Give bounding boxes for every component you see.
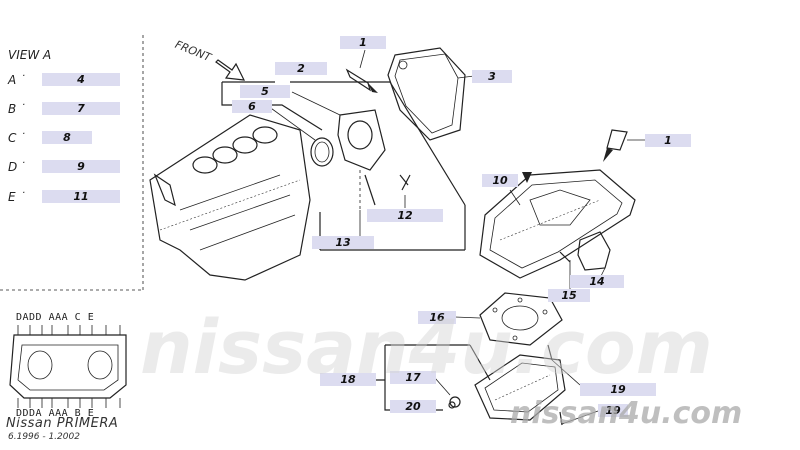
- view-row-dot: ·: [22, 129, 26, 140]
- watermark-center: nissan4u.com: [140, 305, 713, 391]
- part-label-18[interactable]: 18: [320, 373, 376, 386]
- part-label-20[interactable]: 20: [390, 400, 436, 413]
- part-label-15[interactable]: 15: [548, 289, 590, 302]
- rear-oil-seal-assembly: [310, 109, 409, 210]
- part-label-6[interactable]: 6: [232, 100, 272, 113]
- view-row-part-label[interactable]: 9: [42, 160, 120, 173]
- view-row-part-label[interactable]: 4: [42, 73, 120, 86]
- part-label-1-sealant-top[interactable]: 1: [340, 36, 386, 49]
- sealant-tube-right: [603, 129, 628, 162]
- view-row-letter: E: [8, 190, 16, 204]
- part-label-1-sealant-right[interactable]: 1: [645, 134, 691, 147]
- view-row-dot: ·: [22, 71, 26, 82]
- view-row-dot: ·: [22, 188, 26, 199]
- view-row-dot: ·: [22, 158, 26, 169]
- view-a-top-letters: DADD AAA C E: [16, 312, 95, 323]
- view-row-letter: C: [8, 131, 17, 145]
- bolts: [401, 174, 563, 426]
- part-label-17[interactable]: 17: [390, 371, 436, 384]
- baffle-cover: [559, 231, 611, 271]
- engine-block: [149, 114, 311, 281]
- oil-pan-gasket: [479, 292, 563, 346]
- view-row-letter: B: [8, 102, 17, 116]
- part-label-19-upper[interactable]: 19: [580, 383, 656, 396]
- part-label-5[interactable]: 5: [240, 85, 290, 98]
- view-row-part-label[interactable]: 11: [42, 190, 120, 203]
- part-label-16[interactable]: 16: [418, 311, 456, 324]
- view-row-part-label[interactable]: 7: [42, 102, 120, 115]
- view-row-letter: A: [8, 73, 17, 87]
- part-label-13[interactable]: 13: [312, 236, 374, 249]
- oil-pan-upper: [479, 169, 636, 279]
- view-row-part-label[interactable]: 8: [42, 131, 92, 144]
- view-row-dot: ·: [22, 100, 26, 111]
- view-a-detail: [9, 325, 127, 408]
- part-label-19-lower[interactable]: 19: [598, 404, 628, 417]
- part-label-14[interactable]: 14: [570, 275, 624, 288]
- part-label-3[interactable]: 3: [472, 70, 512, 83]
- part-label-10[interactable]: 10: [482, 174, 518, 187]
- sealant-tube-top: [345, 68, 378, 93]
- part-label-12[interactable]: 12: [367, 209, 443, 222]
- model-name: Nissan PRIMERA: [6, 416, 119, 431]
- view-a-title: VIEW A: [8, 48, 52, 62]
- view-a-bottom-letters: DDDA AAA B E: [16, 408, 95, 419]
- oil-pan-lower: [448, 354, 566, 421]
- part-label-2[interactable]: 2: [275, 62, 327, 75]
- production-date-range: 6.1996 - 1.2002: [8, 432, 80, 442]
- front-arrow: [215, 59, 246, 81]
- view-row-letter: D: [8, 160, 18, 174]
- watermark-corner: nissan4u.com: [510, 396, 743, 431]
- rear-plate: [387, 47, 466, 141]
